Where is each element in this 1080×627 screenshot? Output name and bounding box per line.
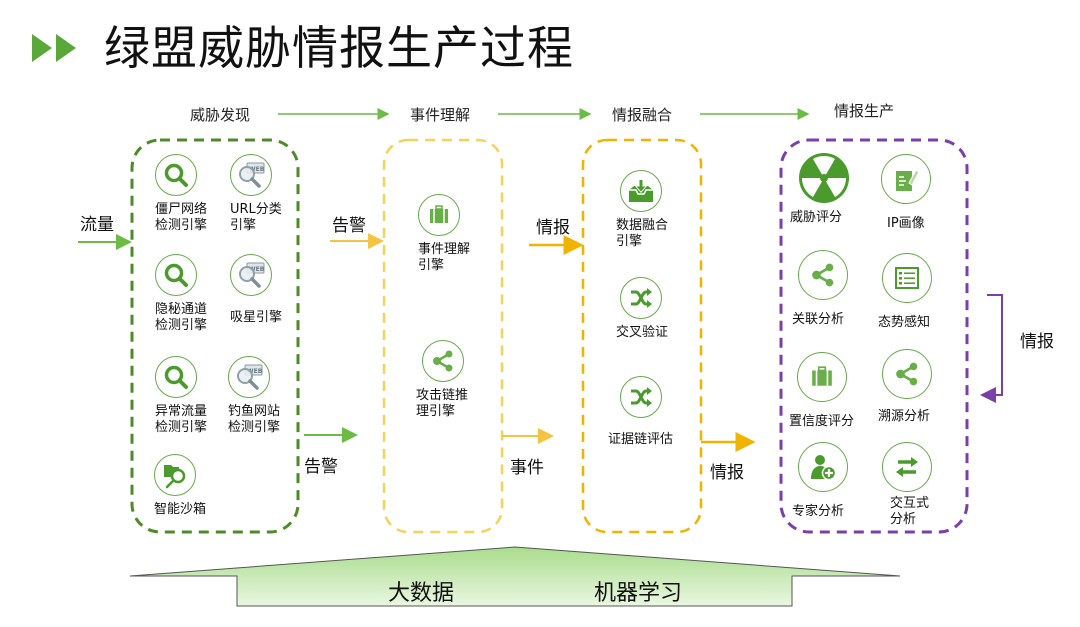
node-label: 交互式 — [890, 496, 930, 511]
briefcase-icon — [797, 352, 847, 402]
node-label: 检测引擎 — [155, 318, 208, 333]
node-label: 事件理解 — [418, 242, 471, 257]
node-label: 威胁评分 — [790, 210, 843, 225]
inbox-download-icon — [620, 170, 662, 212]
node-ip-profile: IP画像 — [881, 154, 951, 232]
foundation-big-data: 大数据 — [388, 581, 455, 606]
shuffle-icon — [620, 376, 662, 418]
node-interactive-analysis: 交互式分析 — [882, 442, 952, 528]
flow-label-intel-out: 情报 — [710, 463, 744, 483]
node-label: 钓鱼网站 — [228, 404, 281, 419]
radiation-icon — [798, 152, 850, 204]
node-situational-awareness: 态势感知 — [878, 253, 952, 331]
node-label: 态势感知 — [878, 315, 931, 330]
web-search-icon: WEB — [228, 356, 270, 398]
node-label: 专家分析 — [792, 504, 845, 519]
svg-text:WEB: WEB — [249, 266, 265, 273]
node-label: 分析 — [890, 512, 917, 527]
node-label: 攻击链推 — [416, 388, 469, 403]
foundation-base — [129, 546, 901, 607]
search-icon — [155, 154, 197, 196]
node-label: 智能沙箱 — [154, 502, 207, 517]
double-chevron-icon — [32, 34, 76, 62]
discovery-group-border — [130, 138, 300, 534]
swap-arrows-icon — [882, 442, 932, 492]
share-icon — [882, 349, 932, 399]
node-label: 理引擎 — [416, 404, 456, 419]
share-icon — [798, 250, 848, 300]
flow-label-alert-bottom: 告警 — [304, 457, 338, 477]
node-label: 吸星引擎 — [230, 310, 283, 325]
intel-feedback-arrow — [980, 294, 1003, 403]
flow-label-intel-feedback: 情报 — [1020, 332, 1054, 352]
flow-label-event: 事件 — [510, 458, 544, 478]
svg-text:WEB: WEB — [249, 166, 265, 173]
stage-label-understanding: 事件理解 — [410, 106, 471, 124]
production-group-border — [779, 138, 969, 534]
search-icon — [155, 254, 197, 296]
node-label: 引擎 — [616, 234, 643, 249]
foundation-machine-learning: 机器学习 — [594, 581, 683, 606]
stage-label-discovery: 威胁发现 — [190, 106, 251, 124]
node-label: 检测引擎 — [228, 420, 281, 435]
shuffle-icon — [620, 277, 662, 319]
node-correlation-analysis: 关联分析 — [792, 250, 868, 328]
node-expert-analysis: 专家分析 — [792, 442, 868, 520]
node-traceback-analysis: 溯源分析 — [878, 349, 952, 425]
share-icon — [422, 340, 464, 382]
node-label: 僵尸网络 — [155, 202, 208, 217]
node-confidence-scoring: 置信度评分 — [789, 352, 867, 430]
flow-label-traffic: 流量 — [80, 215, 114, 235]
understanding-group-border — [382, 138, 504, 534]
folder-search-icon — [154, 454, 196, 496]
node-label: 引擎 — [230, 218, 257, 233]
node-label: 关联分析 — [792, 312, 845, 327]
list-icon — [882, 253, 932, 303]
node-threat-scoring: 威胁评分 — [790, 152, 868, 226]
add-user-icon — [798, 442, 848, 492]
node-label: 证据链评估 — [608, 432, 674, 447]
web-search-icon: WEB — [230, 154, 272, 196]
node-attack-chain-reasoning-engine: 攻击链推理引擎 — [416, 340, 492, 420]
node-event-understanding-engine: 事件理解引擎 — [418, 194, 488, 274]
node-smart-sandbox: 智能沙箱 — [154, 454, 224, 518]
node-label: 置信度评分 — [789, 414, 855, 429]
node-anomalous-traffic-detection: 异常流量检测引擎 — [155, 356, 225, 436]
node-botnet-detection: 僵尸网络检测引擎 — [155, 154, 225, 234]
node-label: 数据融合 — [616, 218, 669, 233]
node-label: 引擎 — [418, 258, 445, 273]
search-icon — [155, 356, 197, 398]
node-url-classification: WEB URL分类引擎 — [230, 154, 300, 234]
node-phishing-site-detection: WEB 钓鱼网站检测引擎 — [228, 356, 298, 436]
node-label: 异常流量 — [155, 404, 208, 419]
flow-label-intel-in: 情报 — [536, 218, 570, 238]
svg-text:WEB: WEB — [247, 368, 263, 375]
node-label: IP画像 — [887, 216, 925, 231]
stage-label-production: 情报生产 — [834, 102, 895, 120]
briefcase-icon — [418, 194, 460, 236]
node-label: URL分类 — [230, 202, 282, 217]
node-label: 隐秘通道 — [155, 302, 208, 317]
document-edit-icon — [881, 154, 931, 204]
flow-label-alert-top: 告警 — [332, 216, 366, 236]
node-label: 交叉验证 — [616, 325, 669, 340]
fusion-group-border — [581, 138, 703, 534]
stage-label-fusion: 情报融合 — [612, 106, 673, 124]
node-label: 溯源分析 — [878, 409, 931, 424]
node-label: 检测引擎 — [155, 218, 208, 233]
node-xixing-engine: WEB 吸星引擎 — [230, 254, 300, 326]
web-search-icon: WEB — [230, 254, 272, 296]
node-covert-channel-detection: 隐秘通道检测引擎 — [155, 254, 225, 334]
node-cross-validation: 交叉验证 — [616, 277, 690, 341]
node-label: 检测引擎 — [155, 420, 208, 435]
node-data-fusion-engine: 数据融合引擎 — [616, 170, 690, 250]
page-title: 绿盟威胁情报生产过程 — [104, 21, 574, 75]
node-evidence-chain-evaluation: 证据链评估 — [608, 376, 690, 448]
